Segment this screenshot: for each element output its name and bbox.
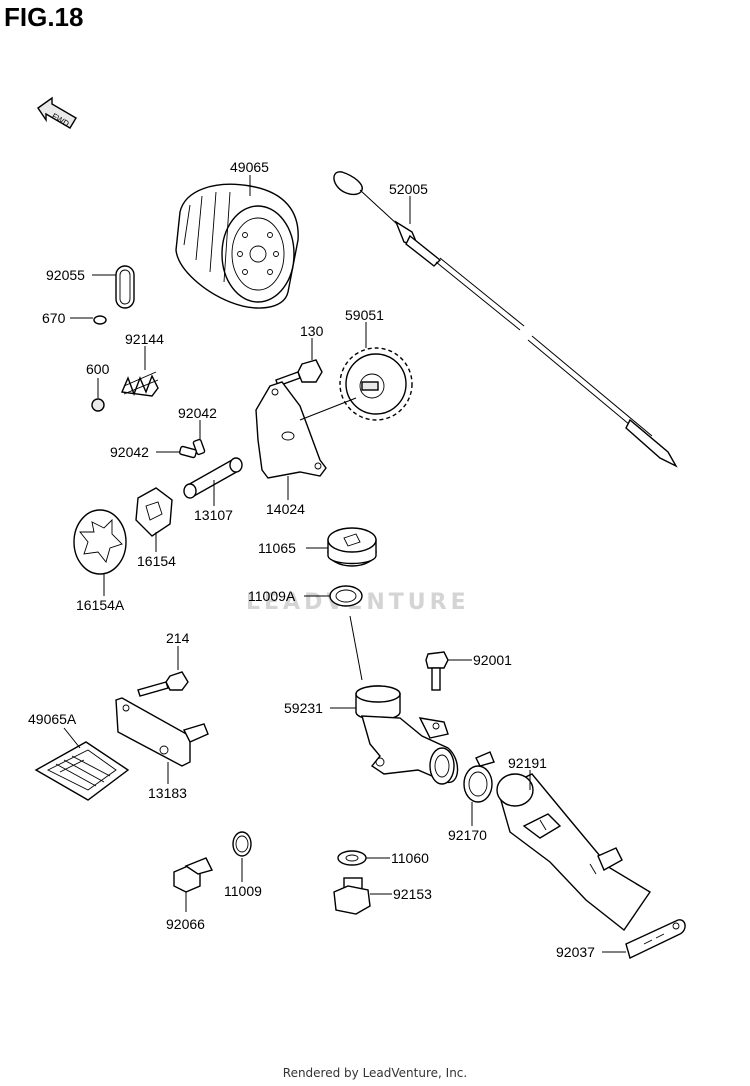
label-92042-upper: 92042 bbox=[178, 405, 217, 421]
label-92066: 92066 bbox=[166, 916, 205, 932]
label-92170: 92170 bbox=[448, 827, 487, 843]
o-ring-92055[interactable] bbox=[115, 265, 135, 309]
label-214: 214 bbox=[166, 630, 190, 646]
ball[interactable] bbox=[91, 398, 105, 412]
label-11009: 11009 bbox=[224, 883, 262, 899]
figure-title: FIG.18 bbox=[4, 2, 84, 32]
inner-rotor[interactable] bbox=[135, 487, 173, 537]
label-92001: 92001 bbox=[473, 652, 512, 668]
plate-13183[interactable] bbox=[115, 697, 209, 767]
oil-strainer[interactable] bbox=[34, 741, 130, 801]
oil-pump-gear[interactable] bbox=[339, 347, 413, 421]
label-92042-lower: 92042 bbox=[110, 444, 149, 460]
label-11065: 11065 bbox=[258, 540, 296, 556]
label-49065A: 49065A bbox=[28, 711, 77, 727]
pump-shaft[interactable] bbox=[183, 457, 243, 499]
label-49065: 49065 bbox=[230, 159, 269, 175]
label-52005: 52005 bbox=[389, 181, 428, 197]
label-59231: 59231 bbox=[284, 700, 323, 716]
label-13107: 13107 bbox=[194, 507, 233, 523]
label-13183: 13183 bbox=[148, 785, 187, 801]
footer-credit: Rendered by LeadVenture, Inc. bbox=[282, 1066, 468, 1080]
label-92144: 92144 bbox=[125, 331, 164, 347]
breather-hose[interactable] bbox=[496, 773, 651, 932]
washer-11060[interactable] bbox=[337, 850, 367, 866]
label-92037: 92037 bbox=[556, 944, 595, 960]
hose-band[interactable] bbox=[625, 919, 686, 959]
outer-rotor[interactable] bbox=[73, 509, 127, 575]
o-ring-670[interactable] bbox=[93, 315, 107, 325]
gasket-11009[interactable] bbox=[232, 831, 252, 857]
label-16154A: 16154A bbox=[76, 597, 125, 613]
label-92153: 92153 bbox=[393, 886, 432, 902]
label-670: 670 bbox=[42, 310, 66, 326]
label-11060: 11060 bbox=[391, 850, 429, 866]
label-92191: 92191 bbox=[508, 755, 547, 771]
dipstick[interactable] bbox=[333, 171, 678, 468]
oil-filter[interactable] bbox=[175, 183, 299, 309]
label-11009A: 11009A bbox=[248, 588, 296, 604]
label-59051: 59051 bbox=[345, 307, 384, 323]
pump-cover-plate[interactable] bbox=[255, 381, 357, 479]
label-130: 130 bbox=[300, 323, 324, 339]
oil-filler-neck[interactable] bbox=[355, 685, 459, 785]
label-16154: 16154 bbox=[137, 553, 176, 569]
label-600: 600 bbox=[86, 361, 110, 377]
bolt-214[interactable] bbox=[137, 671, 189, 697]
oil-filler-cap[interactable] bbox=[327, 527, 377, 567]
fwd-arrow-icon: FWD bbox=[37, 96, 77, 129]
plug-92153[interactable] bbox=[333, 877, 371, 915]
spring[interactable] bbox=[120, 371, 159, 397]
pin-92042-lower[interactable] bbox=[178, 445, 198, 459]
gasket-11009A[interactable] bbox=[329, 585, 363, 607]
label-14024: 14024 bbox=[266, 501, 305, 517]
label-92055: 92055 bbox=[46, 267, 85, 283]
hose-clamp[interactable] bbox=[463, 751, 495, 803]
drain-plug[interactable] bbox=[173, 857, 214, 893]
bolt-92001[interactable] bbox=[425, 651, 449, 691]
